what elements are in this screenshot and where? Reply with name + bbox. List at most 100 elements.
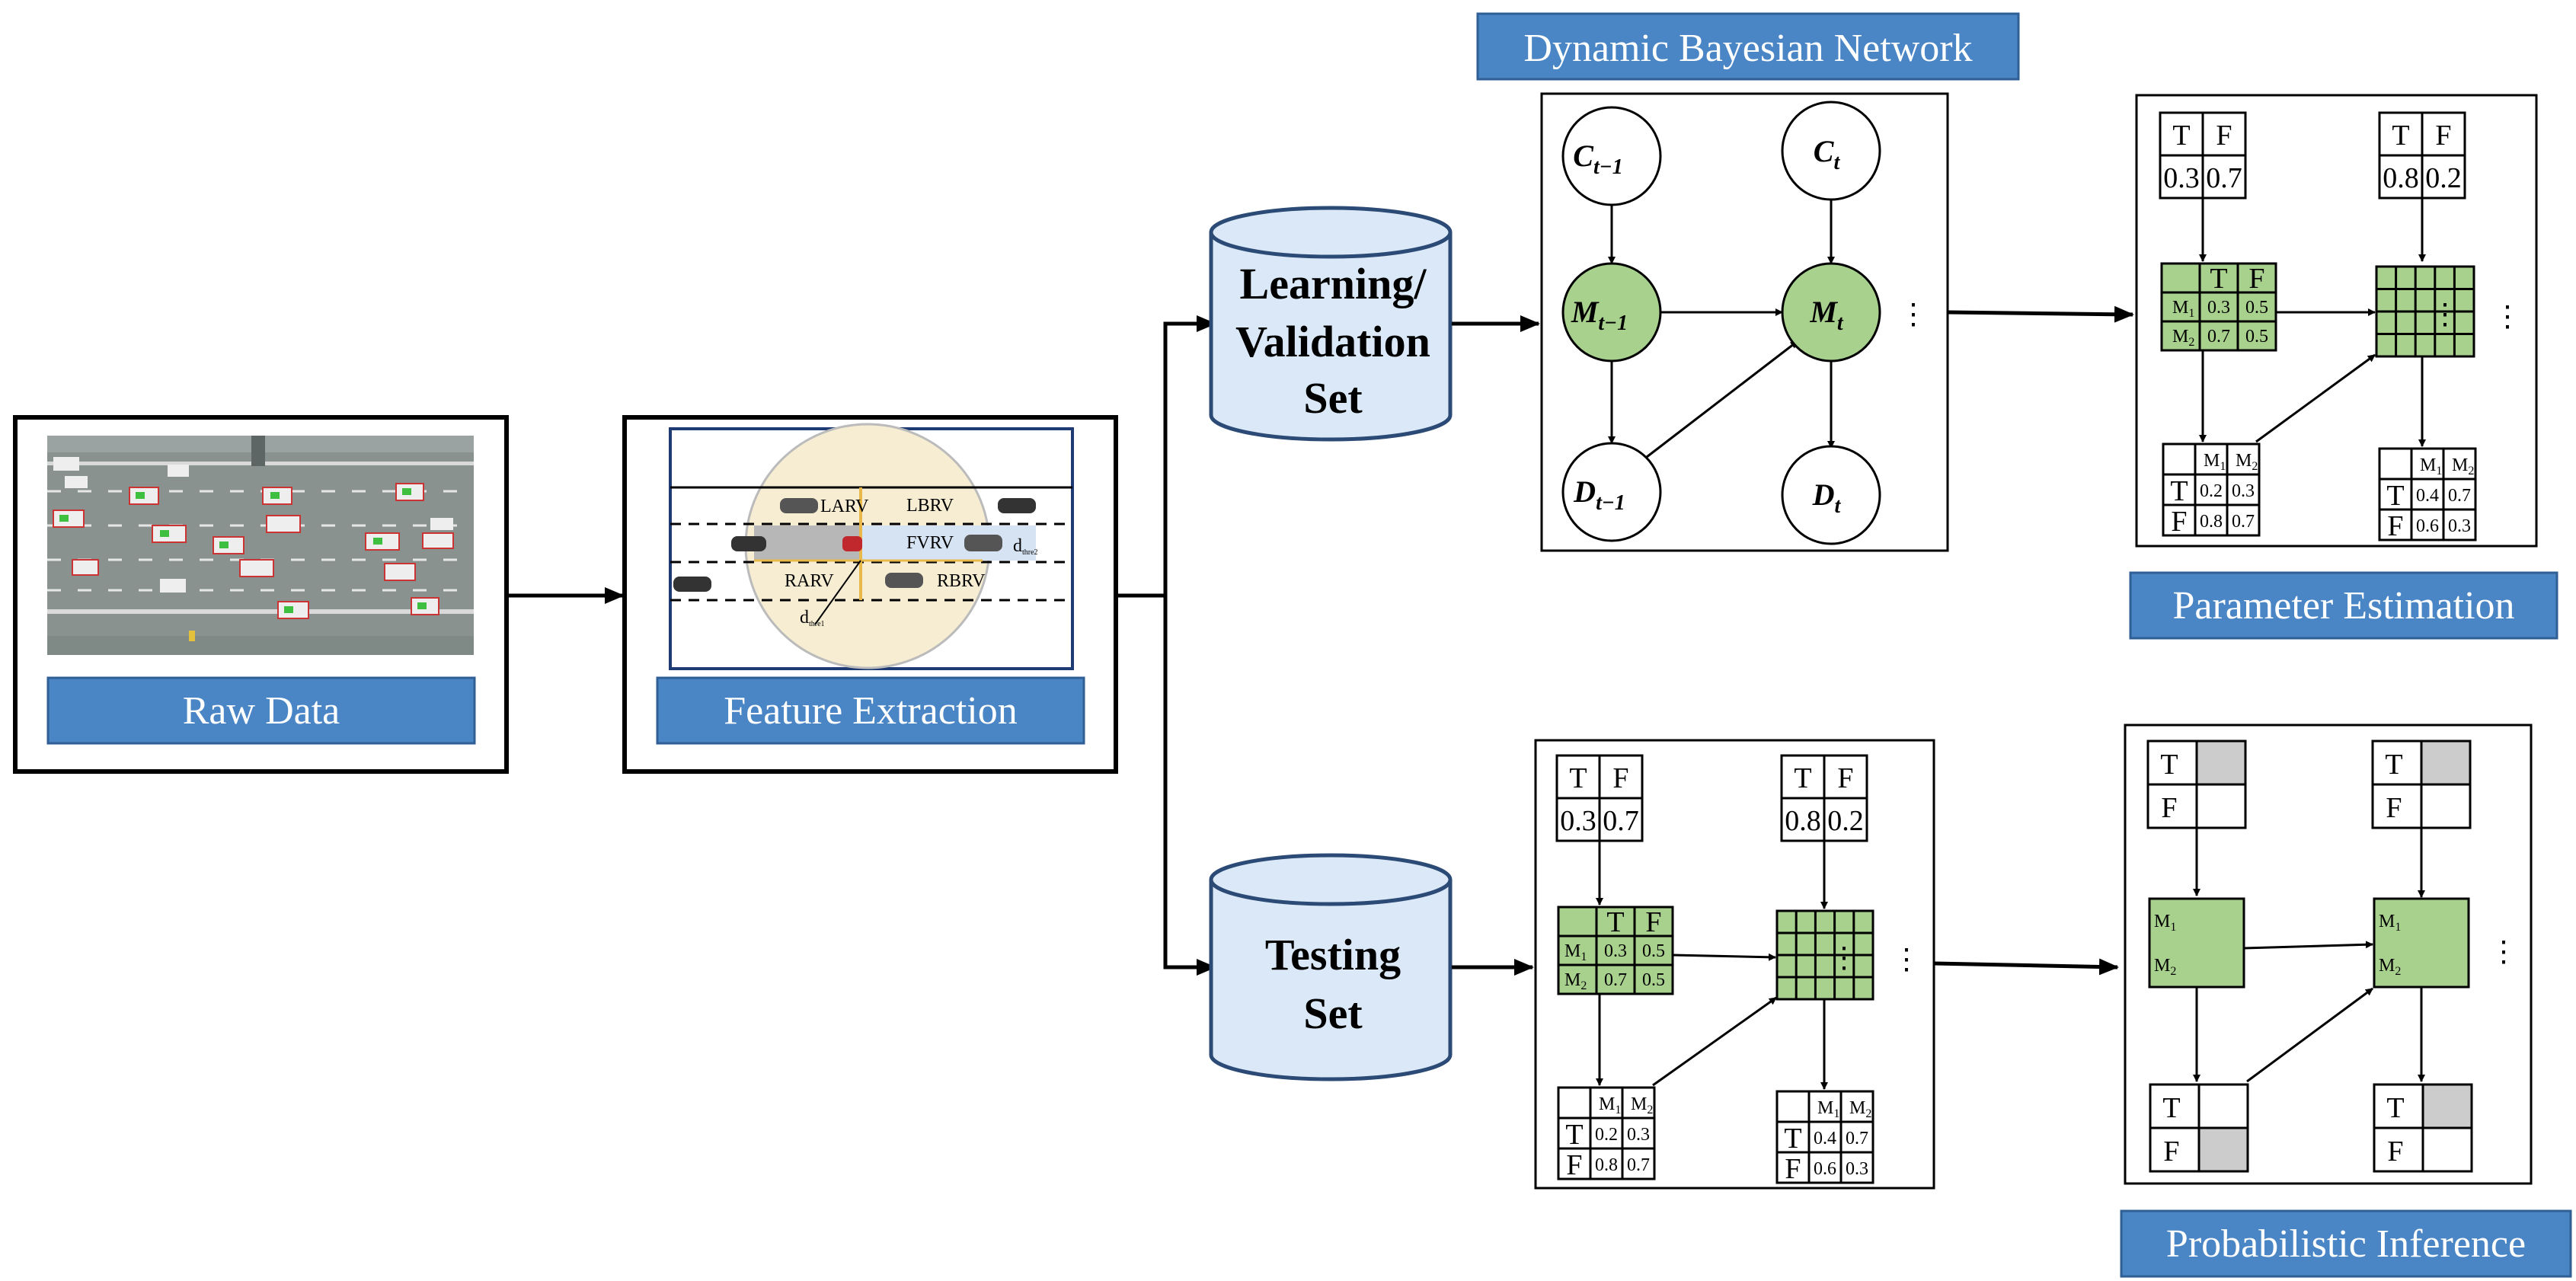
emission-table-right: M1 M2 T F 0.4 0.7 0.6 0.3 [2378,447,2477,542]
svg-text:F: F [2171,506,2187,538]
svg-text:F: F [1785,1153,1801,1185]
svg-text:0.6: 0.6 [1814,1159,1836,1179]
inference-frame [2124,724,2533,1185]
node-d-prev [1561,442,1662,542]
test-transition-grid-right: ⋮ [1775,909,1874,1001]
parameter-estimation-label-box [2129,571,2558,640]
feature-extraction-label-box [656,676,1085,745]
dbn-label-box [1476,12,2020,81]
svg-text:T: T [2385,749,2402,781]
svg-text:T: T [1569,762,1587,794]
svg-text:M1: M1 [2204,451,2226,473]
svg-text:M2: M2 [2236,451,2258,473]
prior-left-header-f: F [2216,120,2232,152]
prior-left-value-f: 0.7 [2206,162,2242,194]
svg-text:M2: M2 [2452,455,2474,478]
arrow-dbn-to-parameters [1948,305,2134,323]
svg-text:T: T [1784,1123,1801,1155]
region-lbrv: LBRV [906,496,954,516]
svg-text:0.8: 0.8 [1785,805,1821,837]
region-rbrv: RBRV [937,571,986,591]
svg-text:⋮: ⋮ [2431,299,2459,331]
svg-text:0.6: 0.6 [2416,516,2439,536]
learning-db-line3: Set [1303,373,1363,423]
svg-text:T: T [1794,762,1811,794]
node-d-t-label: Dt [1812,478,1842,518]
inference-input-right: T F [2371,740,2472,829]
node-m-prev [1561,262,1662,363]
svg-text:0.4: 0.4 [1814,1129,1836,1148]
svg-text:0.8: 0.8 [2200,512,2223,532]
feature-extraction-label: Feature Extraction [724,689,1018,733]
raw-data-panel: Raw Data [13,415,509,774]
svg-text:0.8: 0.8 [1595,1155,1618,1175]
svg-text:M1: M1 [1817,1098,1839,1120]
svg-text:0.7: 0.7 [1603,805,1639,837]
svg-text:0.3: 0.3 [1560,805,1596,837]
test-transition-table: T F M1 M2 0.3 0.5 0.7 0.5 [1557,906,1674,995]
test-prior-table-right: T F 0.8 0.2 [1780,754,1868,842]
probabilistic-inference-label: Probabilistic Inference [2166,1222,2526,1266]
dbn-graph-panel: Ct−1 Ct Mt−1 Mt Dt−1 Dt ⋮ [1540,92,1949,552]
learning-db-line2: Validation [1235,317,1430,366]
region-rarv: RARV [785,571,834,591]
svg-text:M1: M1 [2154,912,2176,934]
testing-dbn-panel: T F 0.3 0.7 T F 0.8 0.2 T F M1 M2 0.3 0.… [1534,739,1935,1190]
node-m-t-label: Mt [1809,295,1844,335]
arrow-feature-to-learning [1116,315,1216,598]
transition-grid-right: ⋮ [2375,265,2475,358]
dbn-label: Dynamic Bayesian Network [1523,27,1972,70]
test-emission-table-right: M1 M2 T F 0.4 0.7 0.6 0.3 [1775,1090,1874,1185]
svg-text:0.3: 0.3 [2207,298,2230,318]
node-m-prev-label: Mt−1 [1571,295,1628,335]
node-c-prev [1561,106,1662,206]
svg-text:F: F [1645,906,1661,938]
test-prior-table-left: T F 0.3 0.7 [1555,754,1644,842]
prior-right-header-t: T [2392,120,2409,152]
svg-text:M2: M2 [2172,327,2194,349]
testing-dbn-frame [1534,739,1935,1190]
svg-text:M2: M2 [2379,956,2401,978]
svg-text:M1: M1 [2420,455,2442,478]
svg-text:F: F [2248,263,2264,295]
testing-db: Testing Set [1209,853,1453,1081]
learning-validation-db: Learning/ Validation Set [1209,206,1453,442]
prior-right-header-f: F [2435,120,2451,152]
svg-text:0.7: 0.7 [2207,327,2230,347]
svg-text:0.5: 0.5 [2245,298,2268,318]
svg-text:0.5: 0.5 [1642,970,1665,990]
svg-text:T: T [1565,1119,1583,1151]
inference-output-left: T F [2149,1083,2249,1173]
surrounding-vehicle-map: LARV LBRV FVRV RARV RBRV dthre2 dthre1 [669,423,1074,670]
svg-text:0.5: 0.5 [2245,327,2268,347]
svg-text:0.2: 0.2 [2200,481,2223,501]
svg-text:F: F [2387,510,2403,542]
transition-table: T F M1 M2 0.3 0.5 0.7 0.5 [2160,262,2277,352]
test-emission-table-left: M1 M2 T F 0.2 0.3 0.8 0.7 [1557,1086,1656,1181]
arrow-feature-to-testing [1163,596,1216,976]
svg-text:F: F [1566,1149,1582,1181]
prior-right-value-t: 0.8 [2383,162,2419,194]
raw-data-label: Raw Data [183,689,340,733]
region-fvrv: FVRV [906,533,954,553]
dbn-ellipsis: ⋮ [1899,299,1928,331]
node-c-prev-label: Ct−1 [1573,139,1622,179]
svg-text:T: T [2170,475,2188,507]
prior-table-left: T F 0.3 0.7 [2159,111,2247,200]
svg-text:T: T [2386,480,2404,512]
distance-thre1: dthre1 [800,608,825,628]
svg-text:M1: M1 [2379,912,2401,934]
svg-text:0.7: 0.7 [2448,486,2471,506]
inference-input-left: T F [2146,740,2247,829]
svg-text:⋮: ⋮ [1830,942,1858,974]
inference-state-right: M1 M2 [2373,897,2470,989]
svg-text:F: F [1612,762,1628,794]
raw-data-label-box [46,676,476,745]
parameter-estimation-label: Parameter Estimation [2172,584,2514,628]
svg-text:F: F [2161,792,2177,824]
svg-text:M2: M2 [1564,970,1587,992]
testing-db-line1: Testing [1265,930,1401,979]
svg-text:0.7: 0.7 [1604,970,1627,990]
distance-thre2: dthre2 [1013,536,1038,557]
svg-text:M2: M2 [2154,956,2176,978]
